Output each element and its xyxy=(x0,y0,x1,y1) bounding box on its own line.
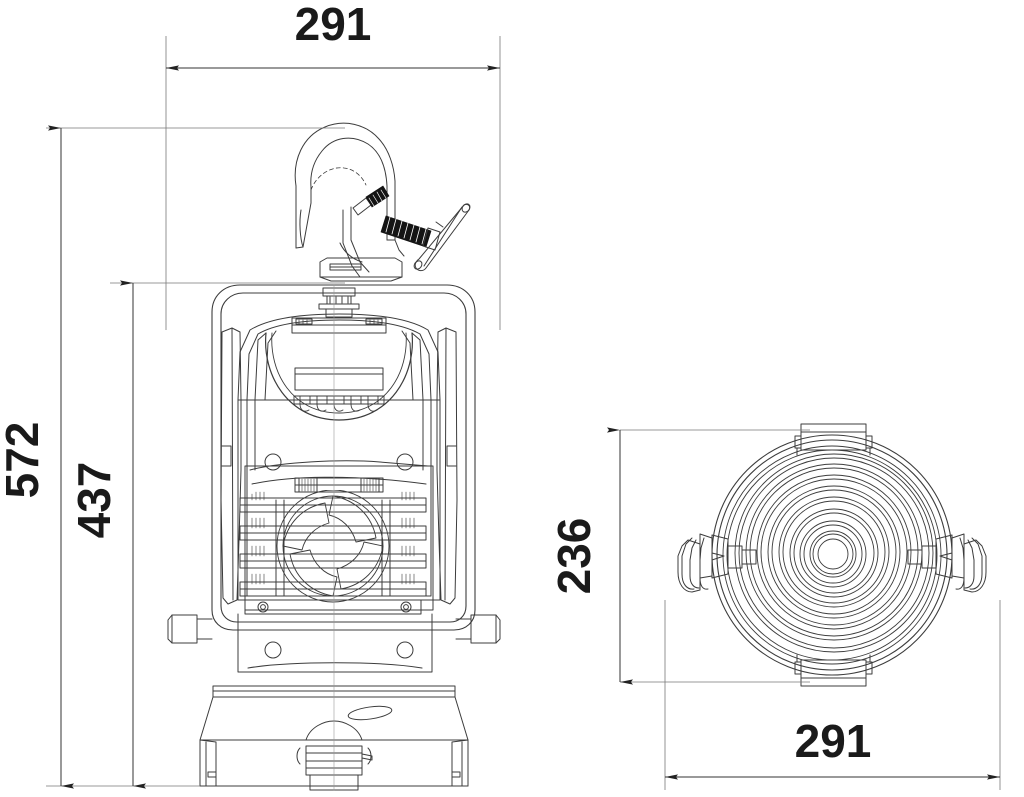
extension-lines xyxy=(46,36,1001,790)
fresnel-rings xyxy=(722,445,942,665)
louver-fins xyxy=(239,491,427,597)
tilt-knob-left xyxy=(677,533,757,593)
base-foot-left xyxy=(199,739,217,787)
side-knob-right xyxy=(455,614,501,644)
ventilation-assembly xyxy=(244,453,434,611)
dim-text-front-height: 236 xyxy=(548,518,600,595)
lens-bracket-top xyxy=(794,423,873,456)
body-upper-window xyxy=(294,367,384,391)
clamp-t-handle xyxy=(413,203,471,272)
body-side-ribs xyxy=(254,330,424,471)
body-top-bracket xyxy=(291,317,387,334)
yoke-frame xyxy=(211,284,476,631)
clamp-base-plate xyxy=(319,257,403,282)
dim-text-rear-overall-height: 572 xyxy=(0,422,48,499)
body-shell xyxy=(237,313,441,601)
side-knob-left xyxy=(167,614,213,644)
clamp-threaded-bolt xyxy=(380,215,441,251)
yoke-arm-right xyxy=(436,327,458,605)
base-centre-bracket xyxy=(296,720,373,791)
lamp-clip-row xyxy=(293,395,385,412)
reflector-arc xyxy=(265,332,413,421)
dimension-lines xyxy=(48,65,1000,789)
cooling-fan xyxy=(276,490,390,603)
hook-clamp xyxy=(294,122,405,278)
lens-housing xyxy=(711,434,953,676)
lens-bracket-bottom xyxy=(794,654,873,687)
dim-text-rear-body-height: 437 xyxy=(68,462,120,539)
base-foot-right xyxy=(451,739,469,787)
yoke-arm-left xyxy=(220,327,242,605)
lower-housing xyxy=(237,613,433,673)
dim-text-rear-width: 291 xyxy=(295,0,372,50)
tilt-knob-right xyxy=(907,533,987,593)
dim-text-front-width: 291 xyxy=(795,715,872,767)
vent-lower-rail xyxy=(244,599,422,615)
yoke-top-bolt xyxy=(318,287,360,318)
clamp-upper-bolt xyxy=(352,185,390,216)
